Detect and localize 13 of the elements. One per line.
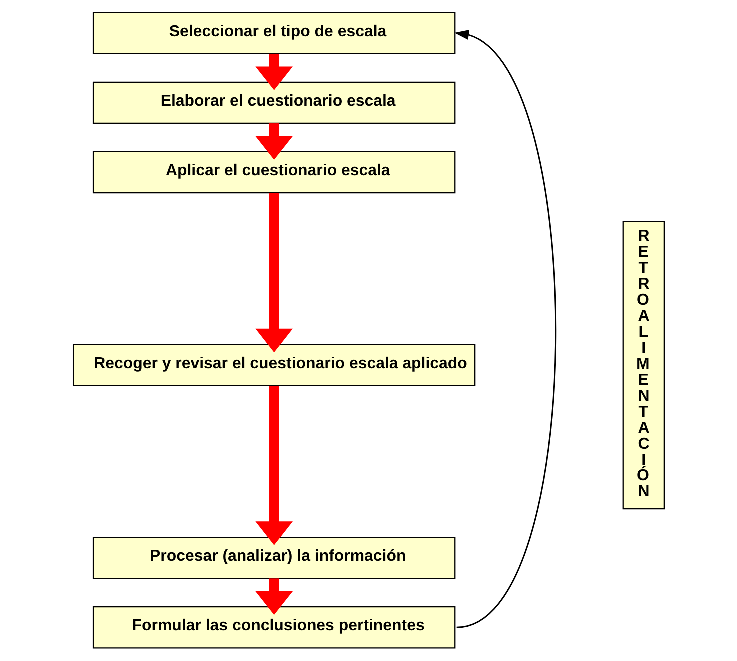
node-box: Seleccionar el tipo de escala	[92, 12, 456, 54]
node-box: Aplicar el cuestionario escala	[92, 151, 456, 194]
arrow	[255, 193, 292, 353]
node-box: Formular las conclusiones pertinentes	[92, 606, 456, 649]
node-box: Recoger y revisar el cuestionario escala aplicado	[72, 344, 476, 386]
node-box: Procesar (analizar) la información	[92, 536, 456, 580]
node-box: RETROALIMENTACIÓN	[622, 221, 664, 510]
arrow	[454, 30, 556, 628]
arrow	[255, 54, 292, 90]
node-box: Elaborar el cuestionario escala	[92, 82, 456, 124]
arrow	[255, 124, 292, 160]
arrow	[255, 386, 292, 546]
arrow	[255, 578, 292, 616]
